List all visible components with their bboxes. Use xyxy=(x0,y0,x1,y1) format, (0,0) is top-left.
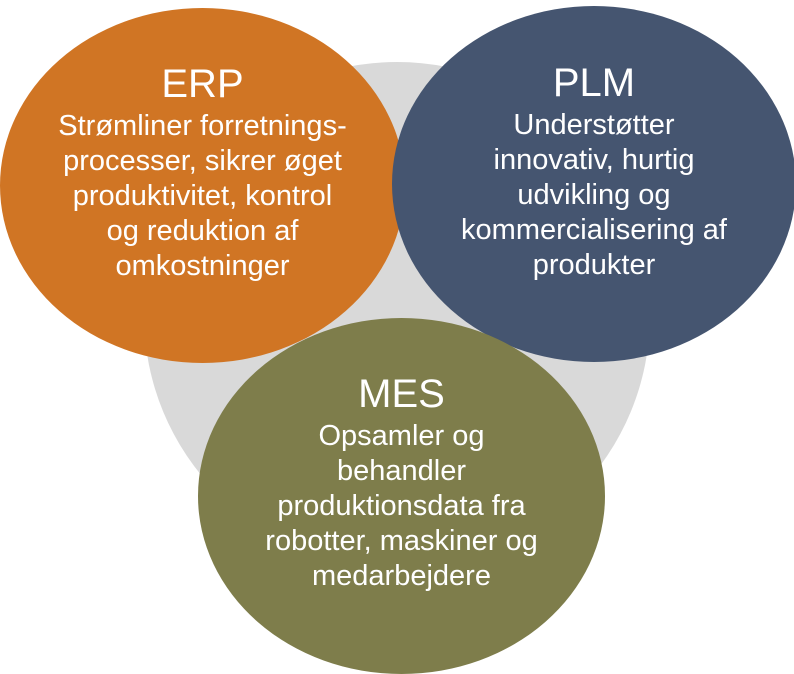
mes-description: Opsamler og behandler produktionsdata fr… xyxy=(265,419,538,592)
plm-title: PLM xyxy=(552,60,636,105)
plm-circle: PLM Understøtter innovativ, hurtig udvik… xyxy=(392,6,794,362)
plm-description: Understøtter innovativ, hurtig udvikling… xyxy=(461,108,727,281)
erp-description: Strømliner forretnings- processer, sikre… xyxy=(58,110,347,282)
mes-title: MES xyxy=(358,371,445,416)
erp-title: ERP xyxy=(161,62,244,106)
mes-circle: MES Opsamler og behandler produktionsdat… xyxy=(198,318,605,674)
erp-circle: ERP Strømliner forretnings- processer, s… xyxy=(0,8,405,363)
